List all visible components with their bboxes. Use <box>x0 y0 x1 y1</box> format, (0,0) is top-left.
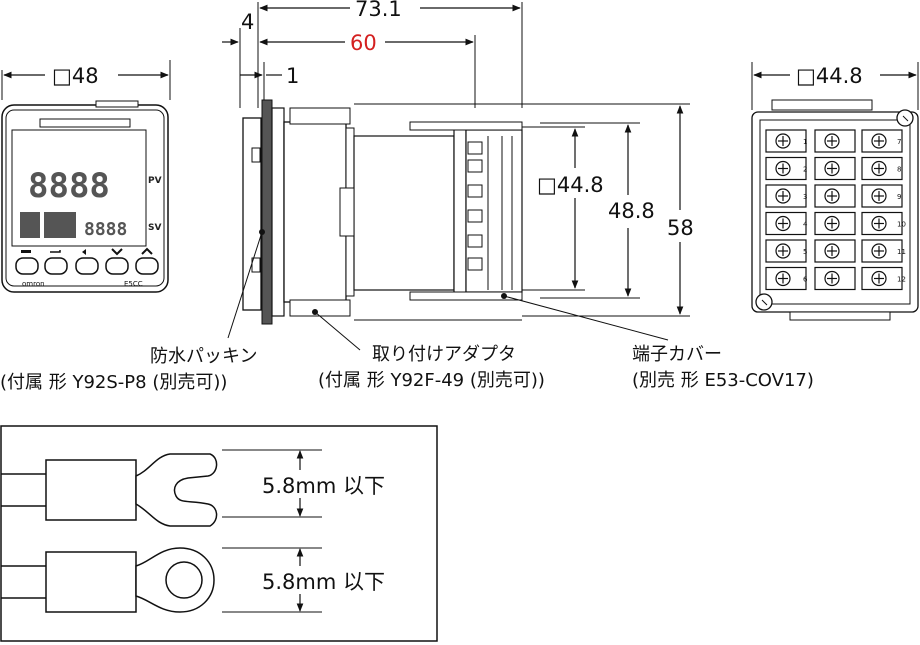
side-height-outer-dim: 58 <box>667 216 694 240</box>
terminal-number-right: 7 <box>897 138 901 146</box>
terminal-number-right: 8 <box>897 166 901 174</box>
svg-text:(付属 形 Y92F-49 (別売可)): (付属 形 Y92F-49 (別売可)) <box>318 370 545 391</box>
key-level[interactable] <box>15 257 39 275</box>
callout-cover: 端子カバー (別売 形 E53-COV17) <box>632 344 814 391</box>
sv-label: SV <box>148 223 161 233</box>
terminal-number-right: 12 <box>897 276 906 284</box>
side-square-dim: □44.8 <box>537 173 604 197</box>
overall-depth-dim: 73.1 <box>355 0 402 21</box>
key-down[interactable] <box>105 257 129 275</box>
side-height-inner-dim: 48.8 <box>608 199 655 223</box>
terminal-number-left: 2 <box>803 166 807 174</box>
adapter-depth-dim: 60 <box>350 31 377 55</box>
rear-width-dim: □44.8 <box>796 64 863 88</box>
front-keys <box>15 247 159 275</box>
callout-adapter: 取り付けアダプタ (付属 形 Y92F-49 (別売可)) <box>318 344 545 391</box>
svg-text:(付属 形 Y92S-P8 (別売可)): (付属 形 Y92S-P8 (別売可)) <box>0 372 227 393</box>
callout-gasket: 防水パッキン (付属 形 Y92S-P8 (別売可)) <box>0 346 257 393</box>
terminal-number-left: 1 <box>803 138 807 146</box>
svg-text:8888: 8888 <box>28 166 110 206</box>
svg-text:8888: 8888 <box>84 219 127 240</box>
panel-gap-dim: 1 <box>286 64 299 88</box>
rear-view: □44.8 1 7 2 8 3 9 4 10 5 11 6 12 <box>751 62 919 321</box>
front-width-dim: □48 <box>52 64 99 88</box>
terminal-number-left: 5 <box>803 248 807 256</box>
fork-terminal <box>1 453 218 527</box>
terminal-block: 1 7 2 8 3 9 4 10 5 11 6 12 <box>765 129 906 291</box>
svg-text:防水パッキン: 防水パッキン <box>150 346 257 367</box>
key-shift[interactable] <box>75 257 99 275</box>
side-terminal-screws <box>467 136 513 290</box>
svg-text:(別売 形 E53-COV17): (別売 形 E53-COV17) <box>632 370 814 391</box>
terminal-number-left: 6 <box>803 276 808 284</box>
key-mode[interactable] <box>44 257 68 275</box>
key-up[interactable] <box>135 257 159 275</box>
brand-logo: omron <box>22 280 45 288</box>
model-label: E5CC <box>124 280 143 288</box>
terminal-number-right: 10 <box>897 221 906 229</box>
pv-display: 8888 <box>28 166 110 206</box>
sv-display: 8888 <box>20 212 127 240</box>
front-view: □48 8888 8888 PV SV <box>1 60 171 293</box>
terminal-number-left: 3 <box>803 193 807 201</box>
gasket-offset-dim: 4 <box>241 10 254 34</box>
terminal-number-right: 11 <box>897 248 906 256</box>
crimp-terminal-panel: 5.8mm 以下 5.8mm 以下 <box>0 425 438 642</box>
pv-label: PV <box>148 176 162 186</box>
ring-width-dim: 5.8mm 以下 <box>262 570 385 594</box>
svg-text:端子カバー: 端子カバー <box>632 344 722 365</box>
fork-width-dim: 5.8mm 以下 <box>262 474 385 498</box>
ring-terminal <box>1 547 215 613</box>
svg-text:取り付けアダプタ: 取り付けアダプタ <box>372 344 516 365</box>
side-view: 73.1 60 4 1 <box>222 0 694 351</box>
terminal-number-right: 9 <box>897 193 901 201</box>
terminal-number-left: 4 <box>803 221 808 229</box>
